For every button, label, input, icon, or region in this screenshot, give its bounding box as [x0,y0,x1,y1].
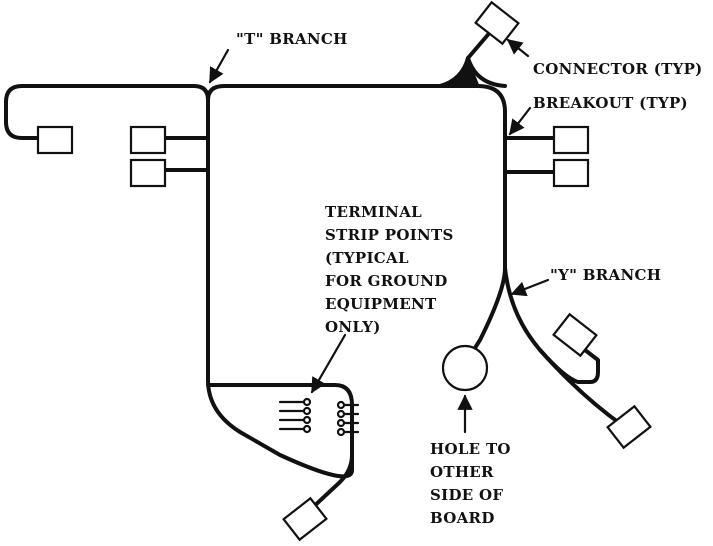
leader-arrows [208,38,550,434]
terminal-strip-label: TERMINAL STRIP POINTS (TYPICAL FOR GROUN… [325,203,454,336]
connector-left-2 [129,158,167,188]
connector-bottom [282,496,328,542]
terminal-strip-points [278,397,360,437]
svg-text:BOARD: BOARD [430,509,495,527]
connector-label: CONNECTOR (TYP) [533,60,703,78]
svg-text:FOR GROUND: FOR GROUND [325,272,448,290]
hole-to-other-side [441,344,489,392]
connector-y-upper [552,312,598,358]
t-branch-lines [162,136,210,172]
bottom-lead [308,453,354,512]
svg-text:HOLE TO: HOLE TO [430,440,511,458]
connector-right-2 [552,158,590,188]
t-branch-label: "T" BRANCH [236,30,348,48]
hole-label: HOLE TO OTHER SIDE OF BOARD [430,440,511,527]
y-branch-lines [464,266,624,427]
svg-text:SIDE OF: SIDE OF [430,486,503,504]
connector-y-lower [606,404,652,450]
connector-right-1 [552,125,590,155]
right-breakout-lines [503,136,556,174]
svg-text:ONLY): ONLY) [325,318,381,336]
top-connector-breakout [438,28,507,88]
y-branch-label: "Y" BRANCH [550,266,661,284]
svg-text:(TYPICAL: (TYPICAL [325,249,409,267]
breakout-fill [445,62,480,87]
svg-text:EQUIPMENT: EQUIPMENT [325,295,437,313]
connector-top [474,0,520,46]
connector-left-1 [129,125,167,155]
breakout-label: BREAKOUT (TYP) [533,94,688,112]
svg-text:STRIP POINTS: STRIP POINTS [325,226,454,244]
svg-text:TERMINAL: TERMINAL [325,203,422,221]
svg-text:OTHER: OTHER [430,463,494,481]
connector-left-far [36,125,74,155]
